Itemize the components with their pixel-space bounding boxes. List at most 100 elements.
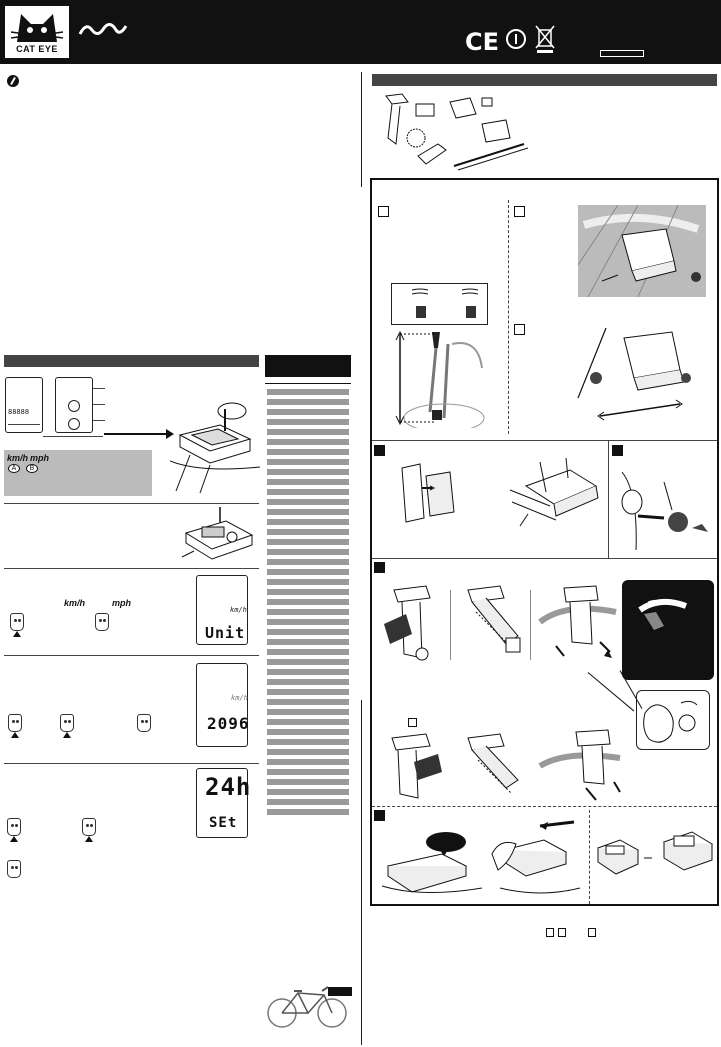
unit-display: km/h Unit	[196, 575, 248, 645]
language-table-row	[267, 619, 349, 625]
language-table-row	[267, 729, 349, 735]
step-box-1	[378, 206, 389, 217]
press-arrow-icon	[11, 732, 19, 738]
sensor-bracket-drawing	[401, 463, 455, 523]
console-mount-drawing	[170, 402, 260, 494]
step-divider	[508, 200, 509, 434]
step-box-3	[514, 324, 525, 335]
button-icon	[10, 613, 24, 631]
remove-console-drawing	[596, 831, 714, 875]
language-table-row	[267, 749, 349, 755]
wheel-display-top: km/h	[231, 694, 248, 702]
language-table-row	[267, 519, 349, 525]
section-header-bar	[372, 74, 717, 86]
finger-detail-box	[636, 690, 710, 750]
leader-line	[93, 388, 105, 389]
language-table-row	[267, 569, 349, 575]
press-arrow-icon	[13, 631, 21, 637]
select-mph-label: mph	[112, 598, 131, 608]
bracket-step-e	[467, 733, 519, 795]
header-white-box	[600, 50, 644, 57]
language-table-row	[267, 739, 349, 745]
bracket-step-a	[384, 585, 431, 661]
battery-cover-icon	[68, 400, 80, 412]
language-table-row	[267, 789, 349, 795]
column-divider	[361, 700, 362, 1045]
caution-icon	[7, 75, 19, 87]
language-table-row	[267, 439, 349, 445]
language-table-row	[267, 499, 349, 505]
section-divider	[4, 568, 259, 569]
gap-adjust-drawing	[577, 327, 691, 421]
language-table-row	[267, 589, 349, 595]
language-table-row	[267, 449, 349, 455]
column-divider	[361, 72, 362, 187]
header-bar: CAT EYE CE	[0, 0, 721, 64]
language-table-row	[267, 759, 349, 765]
language-table-row	[267, 549, 349, 555]
step-tag-2	[612, 445, 623, 456]
mode-b-badge: B	[26, 464, 38, 473]
slide-console-drawing	[491, 820, 581, 894]
pointer-arrow-icon	[104, 433, 168, 435]
language-table-row	[267, 639, 349, 645]
clock-display-main: 24h	[205, 773, 252, 801]
button-icon	[82, 818, 96, 836]
bracket-step-d	[391, 733, 442, 799]
step-box-2	[514, 206, 525, 217]
rear-console-drawing	[55, 377, 93, 433]
cat-face-icon	[10, 14, 64, 42]
bracket-battery-drawing	[181, 507, 254, 560]
section-divider	[4, 655, 259, 656]
button-icon	[60, 714, 74, 732]
language-table-row	[267, 779, 349, 785]
mode-a-badge: A	[8, 464, 20, 473]
language-table-row	[267, 479, 349, 485]
button-icon	[7, 818, 21, 836]
step-divider-vertical	[608, 440, 609, 558]
button-icon	[8, 714, 22, 732]
detail-callout-box	[622, 580, 714, 680]
language-table-row	[267, 559, 349, 565]
step-tag-1	[374, 445, 385, 456]
language-table-row	[267, 699, 349, 705]
leader-line	[93, 404, 105, 405]
sensor-options-icon	[411, 288, 479, 318]
language-table-row	[267, 389, 349, 395]
step-tag-3	[374, 562, 385, 573]
sensor-options-box	[391, 283, 488, 325]
click-console-drawing	[382, 832, 482, 894]
unit-display-top: km/h	[230, 606, 247, 614]
unit-mph-label: mph	[30, 453, 49, 463]
press-arrow-icon	[63, 732, 71, 738]
button-icon	[137, 714, 151, 732]
section-header-bar	[4, 355, 259, 367]
language-table-row	[267, 419, 349, 425]
unit-info-box: km/h mph A B	[4, 450, 152, 496]
bracket-step-f	[538, 729, 621, 801]
bracket-step-c	[538, 585, 617, 658]
language-table-row	[267, 429, 349, 435]
pointer-arrow-head	[166, 429, 174, 439]
strap-detail-icon	[638, 598, 688, 630]
clock-display-sub: SEt	[209, 815, 238, 831]
language-table-row	[267, 529, 349, 535]
step-box-alt	[408, 718, 417, 727]
language-table-row	[267, 599, 349, 605]
cateye-logo-icon: CAT EYE	[5, 6, 69, 58]
ref-box-2	[558, 928, 566, 937]
language-table-row	[267, 579, 349, 585]
language-table-row	[267, 659, 349, 665]
step-divider-dashed	[372, 806, 717, 807]
contact-icon	[68, 418, 80, 430]
language-table-row	[267, 709, 349, 715]
wheel-display-main: 2096	[207, 714, 250, 733]
step-divider-vertical	[450, 590, 451, 660]
step-divider-vertical	[530, 590, 531, 660]
language-table-row	[267, 539, 349, 545]
unit-kmh-label: km/h	[7, 453, 29, 463]
bicycle-icon	[267, 986, 352, 1028]
spoke-magnet-drawing	[578, 205, 706, 297]
table-header-underline	[265, 383, 351, 384]
language-table-row	[267, 489, 349, 495]
